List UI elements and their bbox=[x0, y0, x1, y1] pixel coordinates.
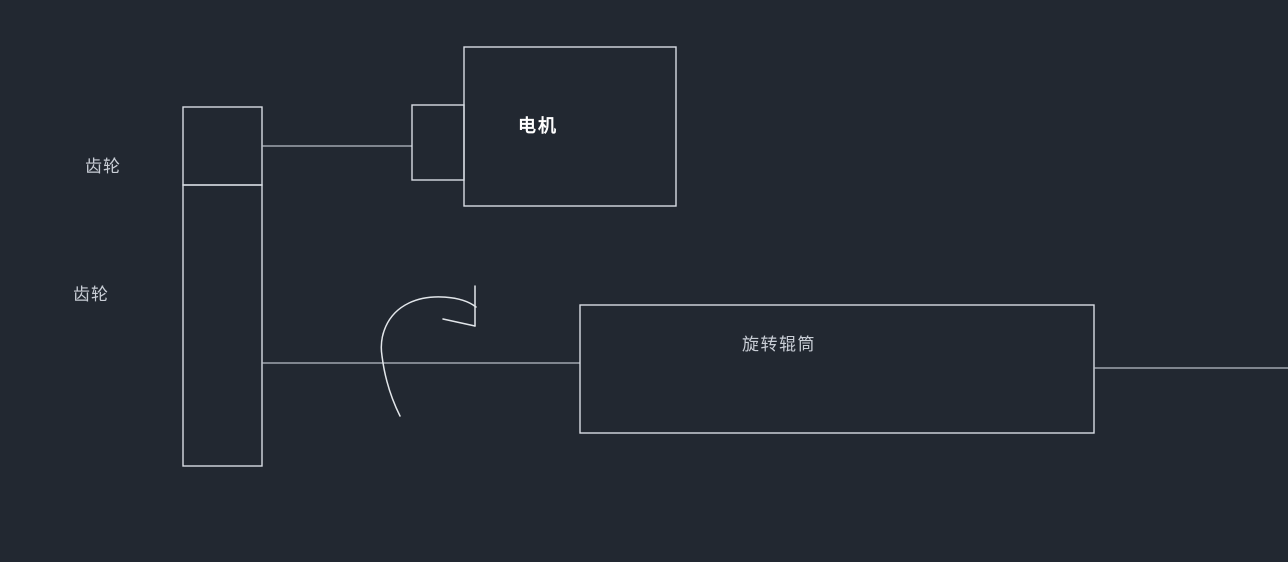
gear-upper-label: 齿轮 bbox=[85, 157, 121, 176]
rotation-arrowhead-tail bbox=[442, 318, 476, 327]
gear-lower-label: 齿轮 bbox=[73, 285, 109, 304]
roller-box[interactable] bbox=[579, 304, 1095, 434]
roller-label: 旋转辊筒 bbox=[742, 335, 816, 354]
rotation-arc bbox=[380, 296, 477, 417]
rotation-direction-arrow bbox=[380, 285, 477, 417]
motor-box[interactable] bbox=[463, 46, 677, 207]
gear-lower-box[interactable] bbox=[182, 184, 263, 467]
motor-label: 电机 bbox=[518, 116, 558, 137]
gear-upper-box[interactable] bbox=[182, 106, 263, 186]
coupling-box[interactable] bbox=[411, 104, 465, 181]
